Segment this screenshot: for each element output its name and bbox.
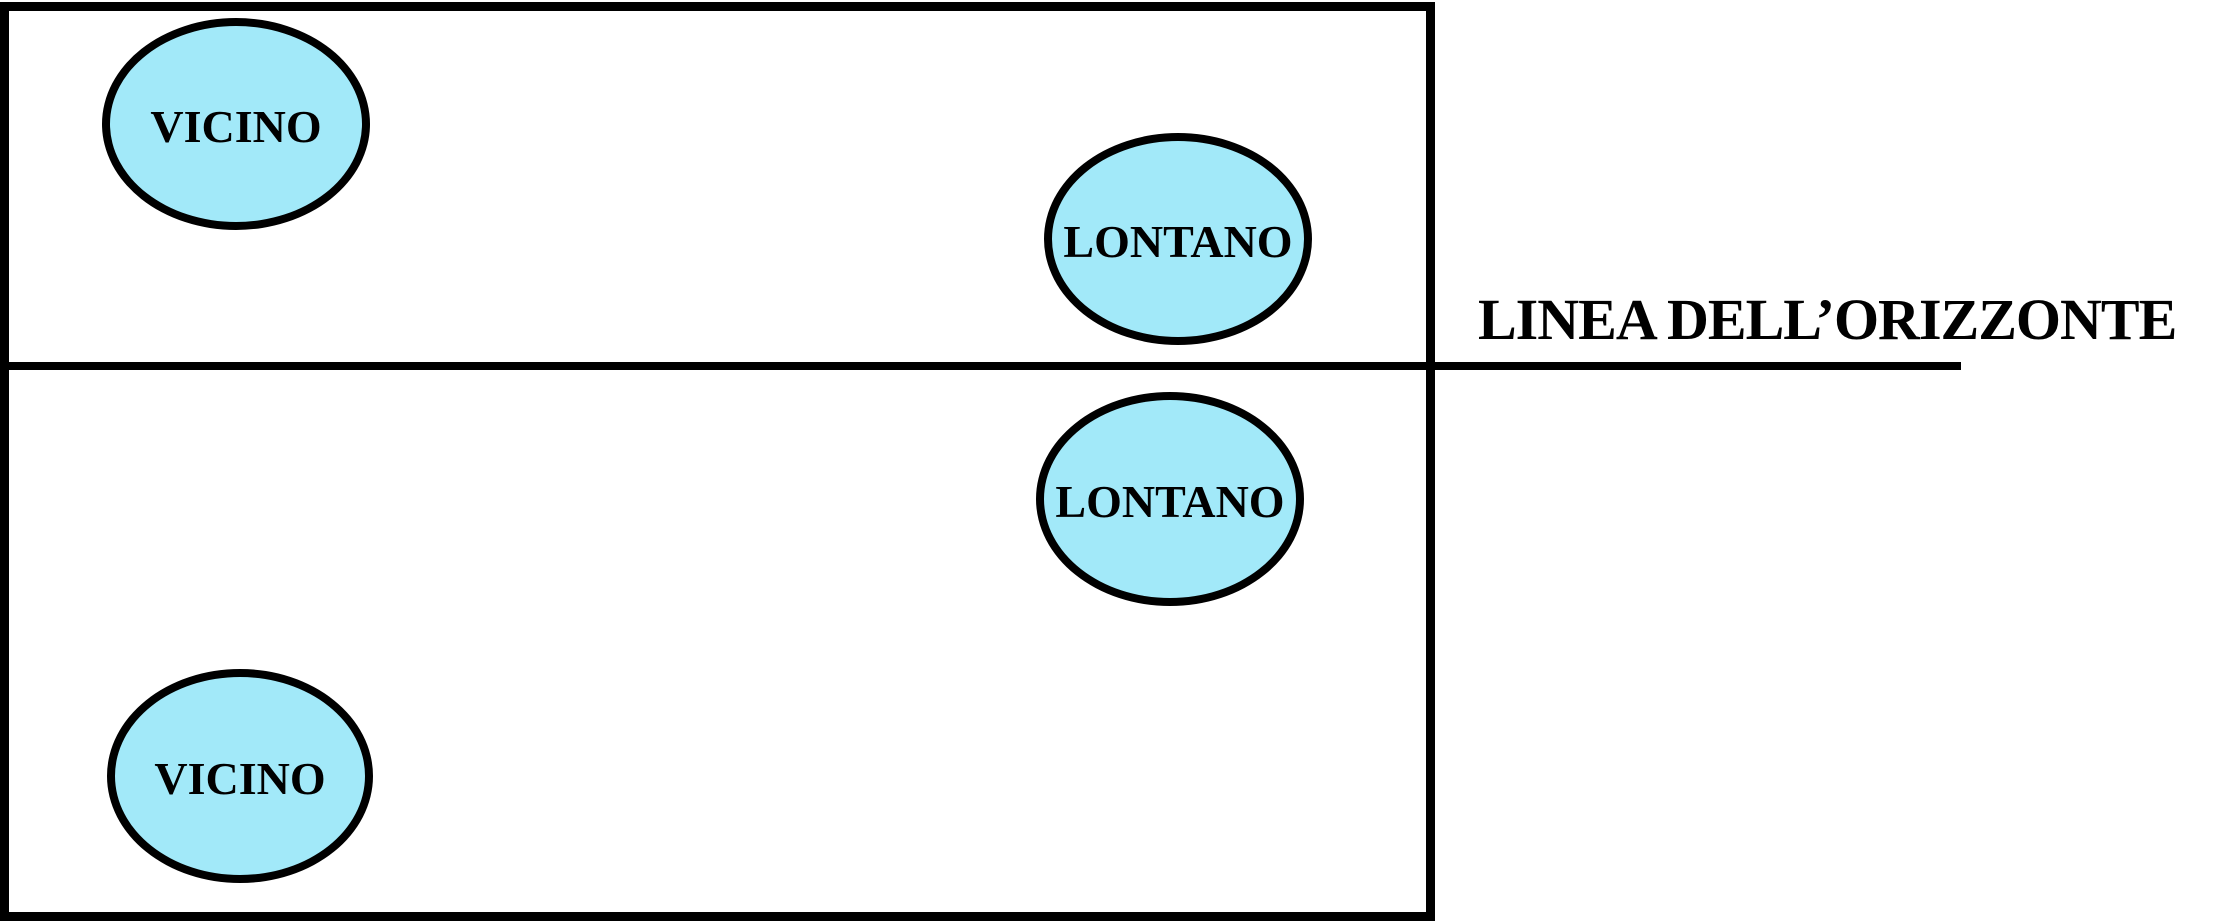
ellipse-lontano-middle: LONTANO — [1036, 392, 1304, 606]
ellipse-lontano-upper: LONTANO — [1044, 133, 1312, 345]
ellipse-vicino-upper: VICINO — [102, 18, 370, 230]
ellipse-lontano-middle-label: LONTANO — [1055, 475, 1285, 527]
ellipse-vicino-upper-label: VICINO — [150, 100, 322, 152]
ellipse-lontano-upper-label: LONTANO — [1063, 215, 1293, 267]
horizon-line — [0, 362, 1961, 370]
horizon-line-label: LINEA DELL’ORIZZONTE — [1478, 287, 2177, 352]
picture-frame-rect — [0, 2, 1435, 921]
ellipse-vicino-lower-label: VICINO — [154, 752, 326, 804]
ellipse-vicino-lower: VICINO — [107, 669, 373, 883]
